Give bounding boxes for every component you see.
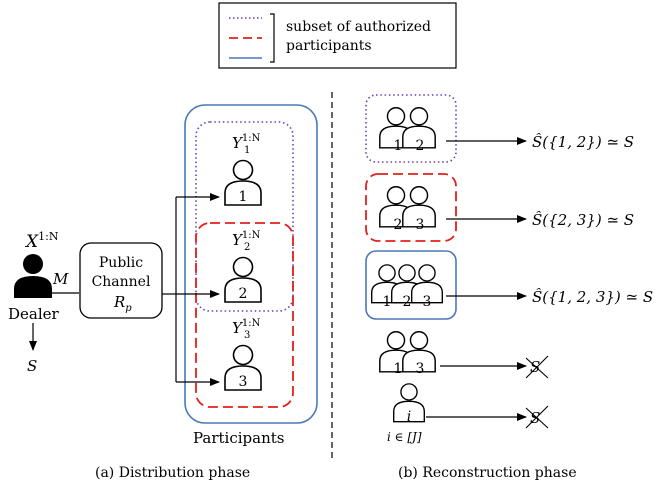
group-23-box <box>365 173 457 242</box>
legend-bracket <box>270 13 275 63</box>
channel-line1: Public <box>99 255 143 271</box>
group-i-result: S <box>530 409 540 427</box>
participant-2-icon: 2 <box>224 256 262 303</box>
participant-1-icon: 1 <box>224 159 262 206</box>
dealer-icon <box>14 254 52 298</box>
channel-rp: Rp <box>113 293 132 314</box>
group-123-icons: 1 2 3 <box>370 263 444 310</box>
legend: subset of authorized participants <box>218 2 457 69</box>
group-12-box <box>365 94 457 163</box>
group-12-result: Ŝ({1, 2}) ≃ S <box>532 133 634 151</box>
group-23-result: Ŝ({2, 3}) ≃ S <box>532 211 634 229</box>
reconstruction-caption: (b) Reconstruction phase <box>398 465 577 481</box>
channel-line2: Channel <box>92 274 151 290</box>
participant-i-note: i ∈ [J] <box>387 430 422 444</box>
m-label: M <box>52 270 69 288</box>
legend-box <box>218 2 457 69</box>
s-label: S <box>27 357 37 375</box>
dealer-label: Dealer <box>8 305 60 323</box>
group-i-cross-icon <box>525 405 549 429</box>
group-123-result: Ŝ({1, 2, 3}) ≃ S <box>532 288 653 306</box>
distribution-lines <box>162 193 220 386</box>
participant-i-icon: i <box>392 383 426 425</box>
legend-text-line1: subset of authorized <box>286 19 431 35</box>
reconstruction-phase: 1 2 Ŝ({1, 2}) ≃ S 2 3 Ŝ({2, 3}) ≃ S 1 2 … <box>365 94 653 481</box>
participant-i-badge: i <box>407 409 411 425</box>
participant-3-badge: 3 <box>239 374 248 390</box>
group-13-badge-b: 3 <box>416 361 425 377</box>
participants-purple-box <box>195 121 294 312</box>
x-label: X1:N <box>24 230 59 252</box>
group-123-badge-c: 3 <box>423 294 432 310</box>
group-13-cross-icon <box>525 355 549 379</box>
participants-caption: Participants <box>193 429 285 447</box>
participant-3-icon: 3 <box>224 344 262 391</box>
group-123-badge-a: 1 <box>383 294 392 310</box>
group-123-box <box>365 250 457 320</box>
participant-1-badge: 1 <box>239 189 248 205</box>
group-12-icons: 1 2 <box>378 106 437 154</box>
group-13-icons: 1 3 <box>378 330 437 377</box>
distribution-caption: (a) Distribution phase <box>95 465 250 481</box>
legend-text-line2: participants <box>286 38 372 54</box>
participant-2-badge: 2 <box>239 286 248 302</box>
group-23-badge-b: 3 <box>416 217 425 233</box>
participants-red-box <box>195 222 294 408</box>
group-12-badge-a: 1 <box>394 138 403 154</box>
group-13-badge-a: 1 <box>394 361 403 377</box>
distribution-phase: X1:N M Dealer S Public Channel Rp <box>8 104 318 481</box>
group-23-badge-a: 2 <box>394 217 403 233</box>
public-channel-box <box>79 242 163 319</box>
group-123-badge-b: 2 <box>403 294 412 310</box>
participants-blue-box <box>184 104 318 424</box>
group-23-icons: 2 3 <box>378 185 437 233</box>
group-12-badge-b: 2 <box>416 138 425 154</box>
